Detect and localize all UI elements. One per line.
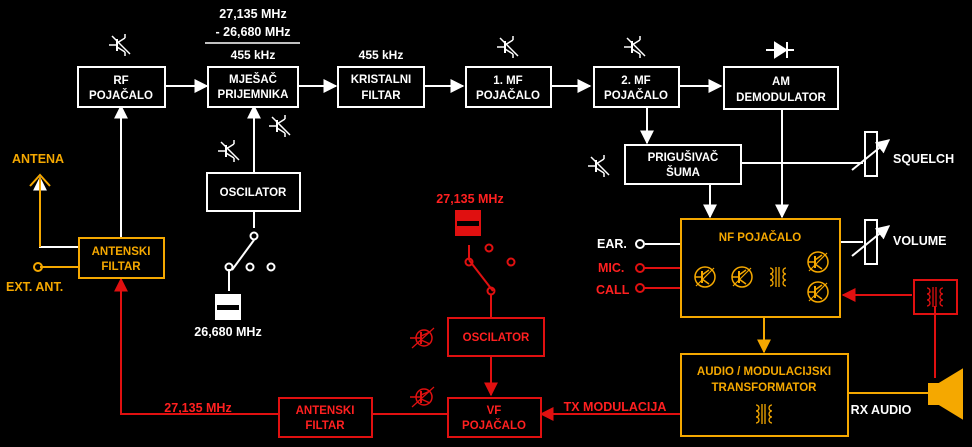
nf-amplifier-block: NF POJAČALO bbox=[680, 218, 841, 318]
tx-oscillator-block: OSCILATOR bbox=[447, 317, 545, 357]
block-label-line: TRANSFORMATOR bbox=[712, 382, 818, 394]
block-label-line: POJAČALO bbox=[476, 89, 540, 102]
antenna-label: ANTENA bbox=[12, 152, 64, 166]
block-label-line: AUDIO / MODULACIJSKI bbox=[697, 366, 831, 378]
block-label-line: POJAČALO bbox=[604, 89, 668, 102]
mixer-if-label: 455 kHz bbox=[231, 48, 276, 62]
antenna-icon bbox=[29, 173, 51, 247]
block-label-line: KRISTALNI bbox=[351, 74, 411, 86]
rx-crystal-icon bbox=[215, 294, 241, 320]
block-label-line: POJAČALO bbox=[89, 89, 153, 102]
transistor-icon bbox=[496, 35, 519, 59]
block-label-line: PRIJEMNIKA bbox=[218, 89, 289, 101]
if2-amplifier-block: 2. MF POJAČALO bbox=[593, 66, 680, 108]
tx-signal-wires bbox=[114, 245, 936, 421]
mic-jack[interactable] bbox=[635, 263, 645, 273]
block-label-line: ANTENSKI bbox=[296, 405, 355, 417]
transistor-icon bbox=[409, 327, 435, 349]
tx-frequency-label: 27,135 MHz bbox=[164, 401, 231, 415]
ear-label: EAR. bbox=[597, 237, 627, 251]
call-button-terminal[interactable] bbox=[635, 283, 645, 293]
mixer-block: MJEŠAČ PRIJEMNIKA bbox=[207, 66, 299, 108]
tx-crystal-icon bbox=[455, 210, 481, 236]
block-label-line: 2. MF bbox=[621, 75, 650, 87]
ext-antenna-label: EXT. ANT. bbox=[6, 280, 63, 294]
transistor-icon bbox=[623, 35, 646, 59]
volume-label: VOLUME bbox=[893, 234, 946, 248]
block-label-line: AM bbox=[772, 76, 790, 88]
rx-audio-label: RX AUDIO bbox=[851, 403, 912, 417]
ear-jack[interactable] bbox=[635, 239, 645, 249]
rx-crystal-switch bbox=[224, 231, 276, 272]
tx-modulation-transformer-icon bbox=[913, 279, 958, 315]
block-label-line: RF bbox=[113, 75, 128, 87]
noise-squelch-block: PRIGUŠIVAČ ŠUMA bbox=[624, 144, 742, 185]
call-label: CALL bbox=[596, 283, 630, 297]
block-label-line: PRIGUŠIVAČ bbox=[648, 151, 719, 164]
am-demodulator-block: AM DEMODULATOR bbox=[723, 66, 839, 110]
transistor-icon bbox=[108, 33, 131, 57]
block-label-line: 1. MF bbox=[493, 75, 522, 87]
block-label-line: ŠUMA bbox=[666, 166, 700, 179]
tx-crystal-switch bbox=[464, 243, 516, 296]
block-label-line: FILTAR bbox=[101, 261, 141, 273]
rf-amplifier-block: RF POJAČALO bbox=[77, 66, 166, 108]
tx-modulation-label: TX MODULACIJA bbox=[564, 400, 667, 414]
ext-antenna-jack[interactable] bbox=[33, 262, 43, 272]
tx-antenna-filter-block: ANTENSKI FILTAR bbox=[278, 397, 373, 438]
mic-label: MIC. bbox=[598, 261, 624, 275]
if1-amplifier-block: 1. MF POJAČALO bbox=[465, 66, 552, 108]
volume-potentiometer-icon bbox=[851, 219, 891, 265]
block-label-line: DEMODULATOR bbox=[736, 92, 826, 104]
block-label-line: FILTAR bbox=[361, 90, 401, 102]
block-label-line: MJEŠAČ bbox=[229, 73, 277, 86]
squelch-label: SQUELCH bbox=[893, 152, 954, 166]
block-label-line: NF POJAČALO bbox=[719, 231, 801, 244]
audio-modulation-transformer-block: AUDIO / MODULACIJSKI TRANSFORMATOR bbox=[680, 353, 849, 437]
rx-antenna-filter-block: ANTENSKI FILTAR bbox=[78, 237, 165, 279]
block-label-line: ANTENSKI bbox=[92, 246, 151, 258]
mixer-lo-frequency-label: - 26,680 MHz bbox=[215, 25, 290, 39]
rx-signal-wires bbox=[33, 79, 863, 291]
squelch-potentiometer-icon bbox=[851, 131, 891, 177]
diode-icon bbox=[766, 41, 794, 59]
speaker-icon bbox=[928, 368, 963, 420]
filter-if-label: 455 kHz bbox=[359, 48, 404, 62]
transistor-icon bbox=[587, 154, 610, 178]
rx-crystal-frequency-label: 26,680 MHz bbox=[194, 325, 261, 339]
block-label-line: VF bbox=[487, 405, 502, 417]
crystal-filter-block: KRISTALNI FILTAR bbox=[337, 66, 425, 108]
nf-wires bbox=[40, 266, 928, 394]
block-label-line: OSCILATOR bbox=[463, 332, 530, 344]
transistor-icon bbox=[268, 114, 291, 138]
block-label-line: FILTAR bbox=[305, 420, 345, 432]
mixer-rf-frequency-label: 27,135 MHz bbox=[219, 7, 286, 21]
block-label-line: POJAČALO bbox=[462, 419, 526, 432]
block-label-line: OSCILATOR bbox=[220, 187, 287, 199]
rx-oscillator-block: OSCILATOR bbox=[206, 172, 301, 212]
transistor-icon bbox=[409, 386, 435, 408]
transistor-icon bbox=[217, 139, 240, 163]
rf-power-amplifier-block: VF POJAČALO bbox=[447, 397, 542, 438]
tx-crystal-frequency-label: 27,135 MHz bbox=[436, 192, 503, 206]
